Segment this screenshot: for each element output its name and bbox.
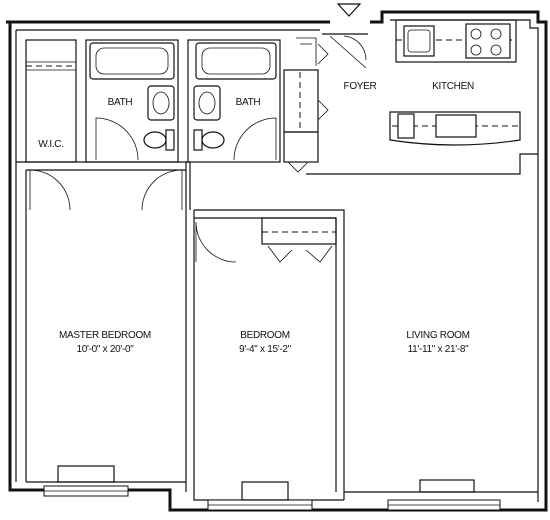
- toilet: [201, 131, 225, 149]
- master-bedroom-label: MASTER BEDROOM: [59, 330, 151, 341]
- entry-arrow-icon: [336, 3, 362, 17]
- bedroom-size: 9'-4" x 15'-2": [239, 344, 291, 355]
- dishwasher: [397, 113, 415, 139]
- island-sink: [435, 114, 477, 138]
- kitchen-label: KITCHEN: [432, 81, 474, 92]
- bedroom-doors: [29, 169, 237, 263]
- master-bedroom-size: 10'-0" x 20'-0": [76, 344, 134, 355]
- interior-walls: [16, 153, 538, 501]
- toilet-tank: [165, 129, 175, 151]
- bathtub: [195, 42, 277, 80]
- toilet: [143, 131, 167, 149]
- foyer-entry: [317, 33, 368, 121]
- foyer-label: FOYER: [344, 81, 377, 92]
- master-bath-label: BATH: [108, 97, 133, 108]
- toilet-tank: [193, 129, 203, 151]
- bathtub: [89, 42, 175, 80]
- windows: [43, 465, 501, 511]
- cooktop: [465, 23, 511, 59]
- hall-closets: [283, 37, 319, 173]
- second-bath: [187, 39, 281, 163]
- kitchen-island: [389, 111, 521, 146]
- kitchen-counter: [395, 19, 517, 63]
- sink: [193, 85, 221, 121]
- living-room-size: 11'-11" x 21'-8": [408, 344, 470, 355]
- bedroom-closet: [261, 217, 337, 263]
- bedroom-label: BEDROOM: [240, 330, 290, 341]
- living-room-label: LIVING ROOM: [406, 330, 469, 341]
- second-bath-label: BATH: [236, 97, 261, 108]
- wic-label: W.I.C.: [38, 139, 63, 150]
- sink: [147, 85, 175, 121]
